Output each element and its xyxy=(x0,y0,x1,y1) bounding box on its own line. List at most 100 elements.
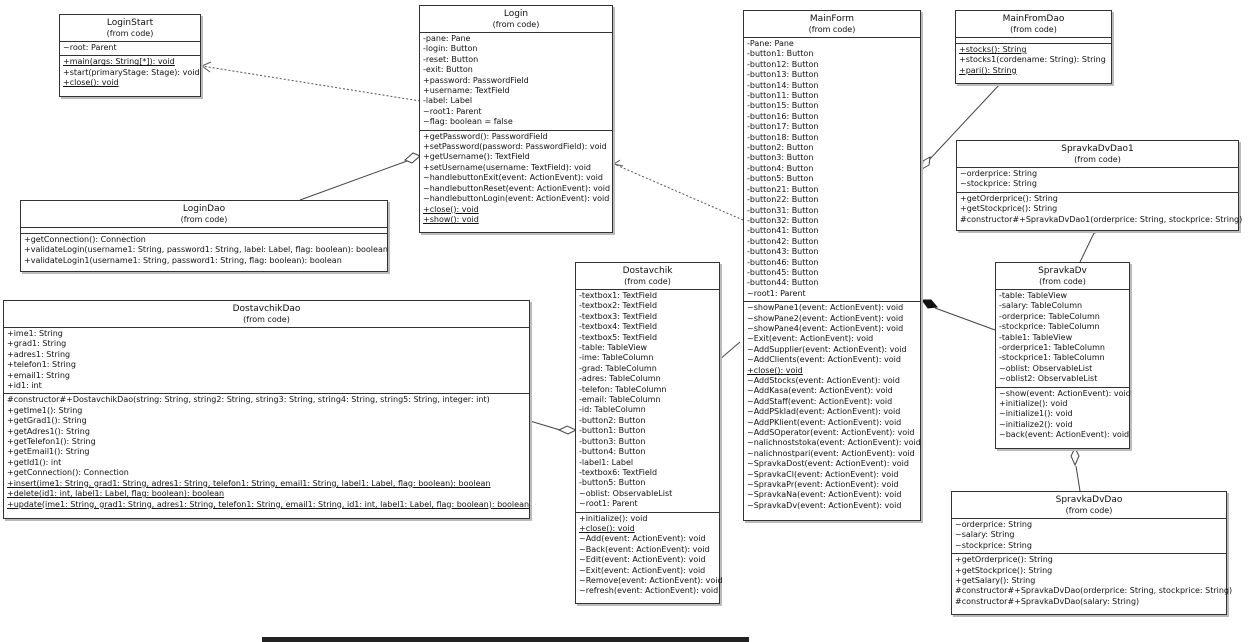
attribute-line: -button44: Button xyxy=(747,278,819,288)
operation-line: #constructor#+SpravkaDvDao(salary: Strin… xyxy=(955,596,1140,606)
horizontal-scrollbar[interactable] xyxy=(262,637,749,642)
operation-line: +close(): void xyxy=(747,365,803,375)
operation-line: +getTelefon1(): String xyxy=(7,437,96,447)
dependency-arrowhead xyxy=(612,159,624,167)
attribute-line: +adres1: String xyxy=(7,349,71,359)
operation-line: +pari(): String xyxy=(959,65,1017,75)
attribute-line: -button5: Button xyxy=(747,174,814,184)
attribute-line: -button11: Button xyxy=(747,91,819,101)
attributes-section: ~orderprice: String~stockprice: String xyxy=(957,168,1238,193)
attribute-line: ~stockprice: String xyxy=(960,179,1037,189)
operation-line: +getStockprice(): String xyxy=(955,565,1053,575)
class-box-mainfromdao[interactable]: MainFromDao(from code)+stocks(): String+… xyxy=(955,10,1112,84)
operation-line: +getSalary(): String xyxy=(955,576,1036,586)
operation-line: ~back(event: ActionEvent): void xyxy=(999,430,1130,440)
operation-line: ~Add(event: ActionEvent): void xyxy=(579,534,706,544)
operation-line: +stocks1(cordename: String): String xyxy=(959,55,1106,65)
operations-section: +getOrderprice(): String+getStockprice()… xyxy=(957,193,1242,227)
attribute-line: -button32: Button xyxy=(747,215,819,225)
class-name: Dostavchik xyxy=(622,266,673,276)
attribute-line: +username: TextField xyxy=(423,86,510,96)
operation-line: +show(): void xyxy=(423,214,479,224)
composition-spravkadv-mainform xyxy=(934,307,996,331)
attributes-section: -table: TableView-salary: TableColumn-or… xyxy=(996,290,1129,388)
attribute-line: ~oblist: ObservableList xyxy=(999,363,1093,373)
attribute-line: ~root1: Parent xyxy=(747,288,806,298)
aggregation-spravkadvdao1-spravkadv xyxy=(1079,230,1096,263)
operation-line: ~AddSOperator(event: ActionEvent): void xyxy=(747,428,915,438)
class-box-loginstart[interactable]: LoginStart(from code)~root: Parent+main(… xyxy=(59,14,201,97)
class-box-login[interactable]: Login(from code)-pane: Pane-login: Butto… xyxy=(419,5,613,233)
operation-line: #constructor#+DostavchikDao(string: Stri… xyxy=(7,395,490,405)
aggregation-mainfromdao-mainform xyxy=(928,83,1001,161)
class-name: LoginDao xyxy=(182,204,226,214)
class-box-dostavchik[interactable]: Dostavchik(from code)-textbox1: TextFiel… xyxy=(575,262,723,604)
attribute-line: -reset: Button xyxy=(423,54,479,64)
operation-line: ~showPane1(event: ActionEvent): void xyxy=(747,303,904,313)
attribute-line: +grad1: String xyxy=(7,339,67,349)
class-box-spravkadvdao[interactable]: SpravkaDvDao(from code)~orderprice: Stri… xyxy=(951,491,1233,615)
class-box-spravkadvdao1[interactable]: SpravkaDvDao1(from code)~orderprice: Str… xyxy=(956,140,1242,231)
class-header: SpravkaDvDao1(from code) xyxy=(957,141,1238,168)
attribute-line: -ime: TableColumn xyxy=(579,353,654,363)
operation-line: +getIme1(): String xyxy=(7,405,83,415)
class-box-dostavchikdao[interactable]: DostavchikDao(from code)+ime1: String+gr… xyxy=(3,300,530,519)
operation-line: +getStockprice(): String xyxy=(960,204,1058,214)
attributes-section xyxy=(956,38,1111,44)
class-name: SpravkaDvDao xyxy=(1055,495,1123,505)
attribute-line: -pane: Pane xyxy=(423,34,471,43)
attribute-line: +id1: int xyxy=(7,381,42,391)
attribute-line: -button43: Button xyxy=(747,247,819,257)
class-box-logindao[interactable]: LoginDao(from code)+getConnection(): Con… xyxy=(20,200,388,272)
operation-line: ~Exit(event: ActionEvent): void xyxy=(579,565,706,575)
operations-section: ~showPane1(event: ActionEvent): void~sho… xyxy=(744,302,921,513)
attribute-line: -button5: Button xyxy=(579,478,646,488)
class-name: Login xyxy=(503,9,529,19)
class-header: Login(from code) xyxy=(420,6,612,33)
class-header: MainForm(from code) xyxy=(744,11,920,38)
operation-line: ~Remove(event: ActionEvent): void xyxy=(579,575,723,585)
attribute-line: -orderprice: TableColumn xyxy=(999,311,1100,321)
attribute-line: ~stockprice: String xyxy=(955,540,1032,550)
operations-section: +initialize(): void+close(): void~Add(ev… xyxy=(576,513,723,599)
operation-line: ~AddPSklad(event: ActionEvent): void xyxy=(747,407,901,417)
attributes-section xyxy=(21,228,387,234)
operation-line: +getOrderprice(): String xyxy=(960,193,1058,203)
operation-line: +close(): void xyxy=(423,204,479,214)
class-box-mainform[interactable]: MainForm(from code)-Pane: Pane-button1: … xyxy=(743,10,921,521)
operation-line: ~AddStocks(event: ActionEvent): void xyxy=(747,376,900,385)
attribute-line: ~oblist2: ObservableList xyxy=(999,374,1098,384)
operation-line: ~refresh(event: ActionEvent): void xyxy=(579,586,719,596)
attribute-line: -table: TableView xyxy=(579,343,648,353)
aggregation-dostavchikdao-dostavchik xyxy=(529,420,561,431)
class-header: SpravkaDv(from code) xyxy=(996,263,1129,290)
class-box-spravkadv[interactable]: SpravkaDv(from code)-table: TableView-sa… xyxy=(995,262,1131,449)
attribute-line: -stockprice: TableColumn xyxy=(999,322,1100,332)
operation-line: +setUsername(username: TextField): void xyxy=(423,162,591,172)
operation-line: ~handlebuttonLogin(event: ActionEvent): … xyxy=(423,194,610,204)
operations-section: +main(args: String[*]): void+start(prima… xyxy=(60,56,200,90)
attribute-line: -button15: Button xyxy=(747,101,819,111)
attributes-section: -textbox1: TextField-textbox2: TextField… xyxy=(576,290,719,513)
operation-line: ~Edit(event: ActionEvent): void xyxy=(579,555,706,565)
aggregation-spravkadvdao-spravkadv xyxy=(1075,465,1081,492)
operation-line: +getOrderprice(): String xyxy=(955,555,1053,565)
aggregation-diamond xyxy=(1070,446,1080,467)
attribute-line: ~orderprice: String xyxy=(960,169,1038,178)
attribute-line: -textbox3: TextField xyxy=(579,311,658,321)
attribute-line: -table: TableView xyxy=(999,291,1068,300)
operation-line: ~initialize1(): void xyxy=(999,409,1073,419)
attribute-line: ~root1: Parent xyxy=(579,499,638,509)
class-name: MainFromDao xyxy=(1002,14,1065,24)
attribute-line: -textbox2: TextField xyxy=(579,301,658,311)
attribute-line: +ime1: String xyxy=(7,329,63,338)
attribute-line: -button4: Button xyxy=(579,447,646,457)
aggregation-diamond xyxy=(404,152,421,164)
operation-line: +getEmail1(): String xyxy=(7,447,90,457)
attribute-line: +password: PasswordField xyxy=(423,75,529,85)
attribute-line: -button18: Button xyxy=(747,132,819,142)
operation-line: #constructor#+SpravkaDvDao(orderprice: S… xyxy=(955,586,1233,596)
attribute-line: -button46: Button xyxy=(747,257,819,267)
class-header: LoginDao(from code) xyxy=(21,201,387,228)
